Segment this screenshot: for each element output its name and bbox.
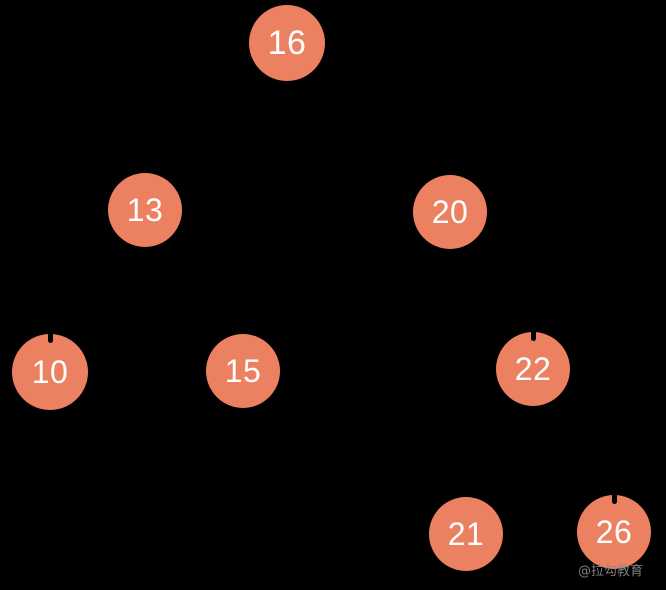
node-edge-stub-notch	[531, 332, 536, 341]
tree-node-label: 10	[31, 354, 69, 390]
tree-node-13[interactable]: 13	[108, 173, 182, 247]
tree-node-label: 26	[595, 514, 633, 550]
edge-group	[49, 42, 615, 535]
tree-node-15[interactable]: 15	[206, 334, 280, 408]
tree-node-16[interactable]: 16	[249, 5, 325, 81]
tree-node-21[interactable]: 21	[429, 497, 503, 571]
tree-node-10[interactable]: 10	[12, 334, 88, 410]
tree-node-label: 21	[447, 516, 485, 552]
tree-node-label: 16	[267, 24, 307, 62]
node-edge-stub-notch	[612, 495, 617, 504]
tree-node-label: 20	[431, 194, 469, 230]
tree-node-22[interactable]: 22	[496, 332, 570, 406]
node-edge-stub-notch	[48, 334, 53, 343]
tree-node-label: 13	[126, 192, 164, 228]
tree-node-label: 15	[224, 353, 262, 389]
tree-node-26[interactable]: 26	[577, 495, 651, 569]
tree-node-label: 22	[514, 351, 552, 387]
tree-node-20[interactable]: 20	[413, 175, 487, 249]
watermark-label: @拉勾教育	[578, 564, 644, 579]
